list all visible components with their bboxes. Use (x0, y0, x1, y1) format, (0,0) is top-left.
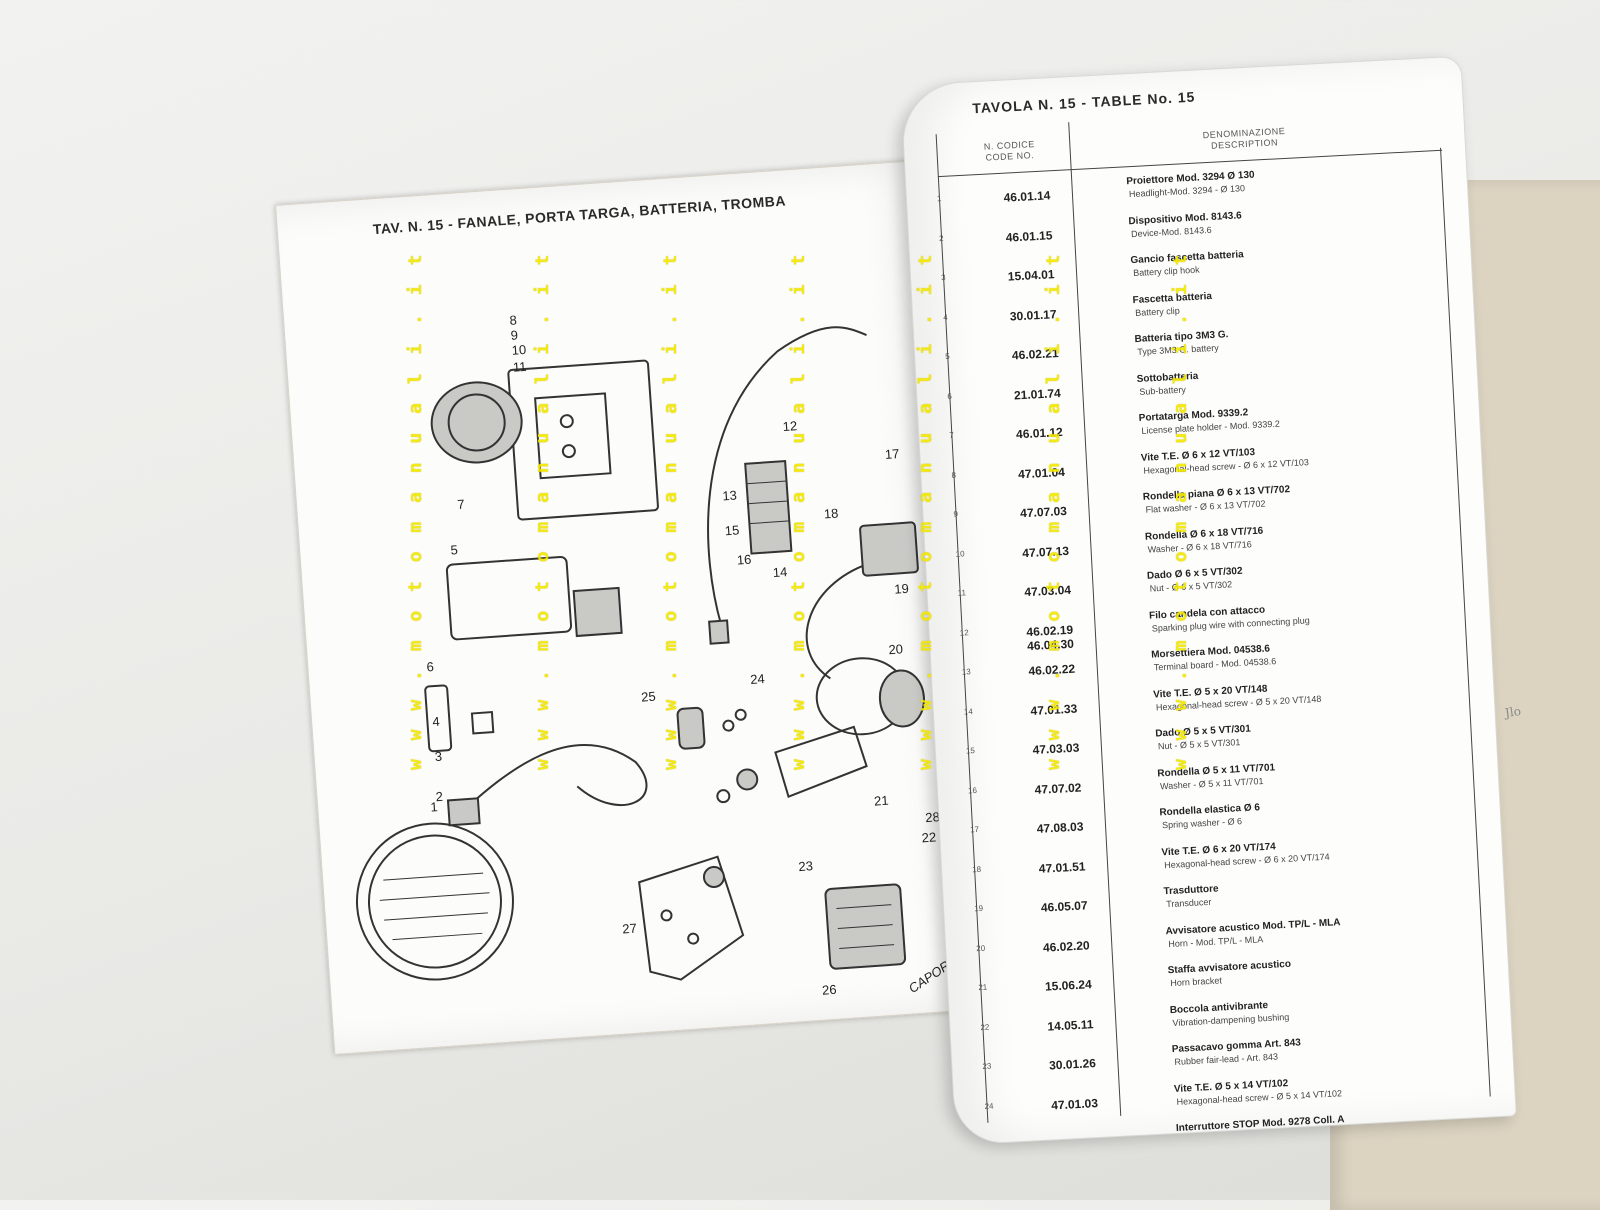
callout-4: 4 (432, 714, 440, 729)
callout-10: 10 (511, 342, 526, 358)
watermark-4: w w w . m o t o m a n u a l i . i t (788, 250, 809, 770)
callout-8: 8 (509, 312, 517, 327)
callout-16: 16 (736, 552, 751, 568)
callout-17: 17 (884, 446, 899, 462)
regulator-drawing (824, 883, 907, 970)
horn-drawing (815, 657, 925, 736)
watermark-3: w w w . m o t o m a n u a l i . i t (660, 250, 681, 770)
diagram-title: TAV. N. 15 - FANALE, PORTA TARGA, BATTER… (372, 192, 787, 238)
callout-20: 20 (888, 641, 903, 657)
code-column-header: N. CODICE CODE No. (983, 139, 1036, 163)
callout-1: 1 (430, 799, 438, 814)
terminal-board-drawing (744, 459, 793, 555)
callout-26: 26 (822, 982, 837, 998)
right-page: TAVOLA N. 15 - TABLE No. 15 N. CODICE CO… (900, 55, 1517, 1146)
watermark-1: w w w . m o t o m a n u a l i . i t (405, 250, 426, 770)
table-title: TAVOLA N. 15 - TABLE No. 15 (971, 88, 1196, 117)
callout-25: 25 (641, 689, 656, 705)
callout-15: 15 (724, 522, 739, 538)
watermark-6: w w w . m o t o m a n u a l i . i t (1043, 250, 1064, 770)
callout-3: 3 (434, 749, 442, 764)
watermark-5: w w w . m o t o m a n u a l i . i t (915, 250, 936, 770)
callout-24: 24 (750, 671, 765, 687)
battery-clip-drawing (424, 684, 495, 753)
horn-bracket-drawing (716, 725, 868, 804)
callout-27: 27 (622, 921, 637, 937)
left-page: TAV. N. 15 - FANALE, PORTA TARGA, BATTER… (275, 159, 985, 1055)
callout-9: 9 (510, 327, 518, 342)
callout-14: 14 (772, 564, 787, 580)
plate-holder-drawing (430, 359, 659, 521)
wiring-drawing (446, 744, 648, 827)
transducer-drawing (805, 521, 919, 680)
watermark-2: w w w . m o t o m a n u a l i . i t (532, 250, 553, 770)
callout-13: 13 (722, 488, 737, 504)
callout-6: 6 (426, 659, 434, 674)
callout-22: 22 (921, 829, 936, 845)
battery-drawing (445, 555, 623, 641)
pencil-note: Jlo (1504, 703, 1522, 721)
callout-28: 28 (925, 809, 940, 825)
callout-7: 7 (457, 497, 465, 512)
headlight-drawing (355, 822, 514, 981)
callout-23: 23 (798, 858, 813, 874)
callout-18: 18 (823, 505, 838, 521)
callout-12: 12 (782, 418, 797, 434)
exploded-diagram: 1 2 3 4 5 6 7 8 9 10 11 12 13 14 15 16 1… (355, 312, 963, 998)
callout-5: 5 (450, 542, 458, 557)
bracket-drawing (638, 855, 745, 981)
callout-21: 21 (874, 793, 889, 809)
watermark-7: w w w . m o t o m a n u a l i . i t (1170, 250, 1191, 770)
stop-switch-drawing (676, 706, 747, 750)
callout-11: 11 (512, 359, 527, 375)
description-column-header: DENOMINAZIONE DESCRIPTION (1202, 125, 1286, 151)
callout-19: 19 (894, 581, 909, 597)
callout-2: 2 (435, 789, 443, 804)
spark-plug-wire-drawing (707, 326, 867, 645)
